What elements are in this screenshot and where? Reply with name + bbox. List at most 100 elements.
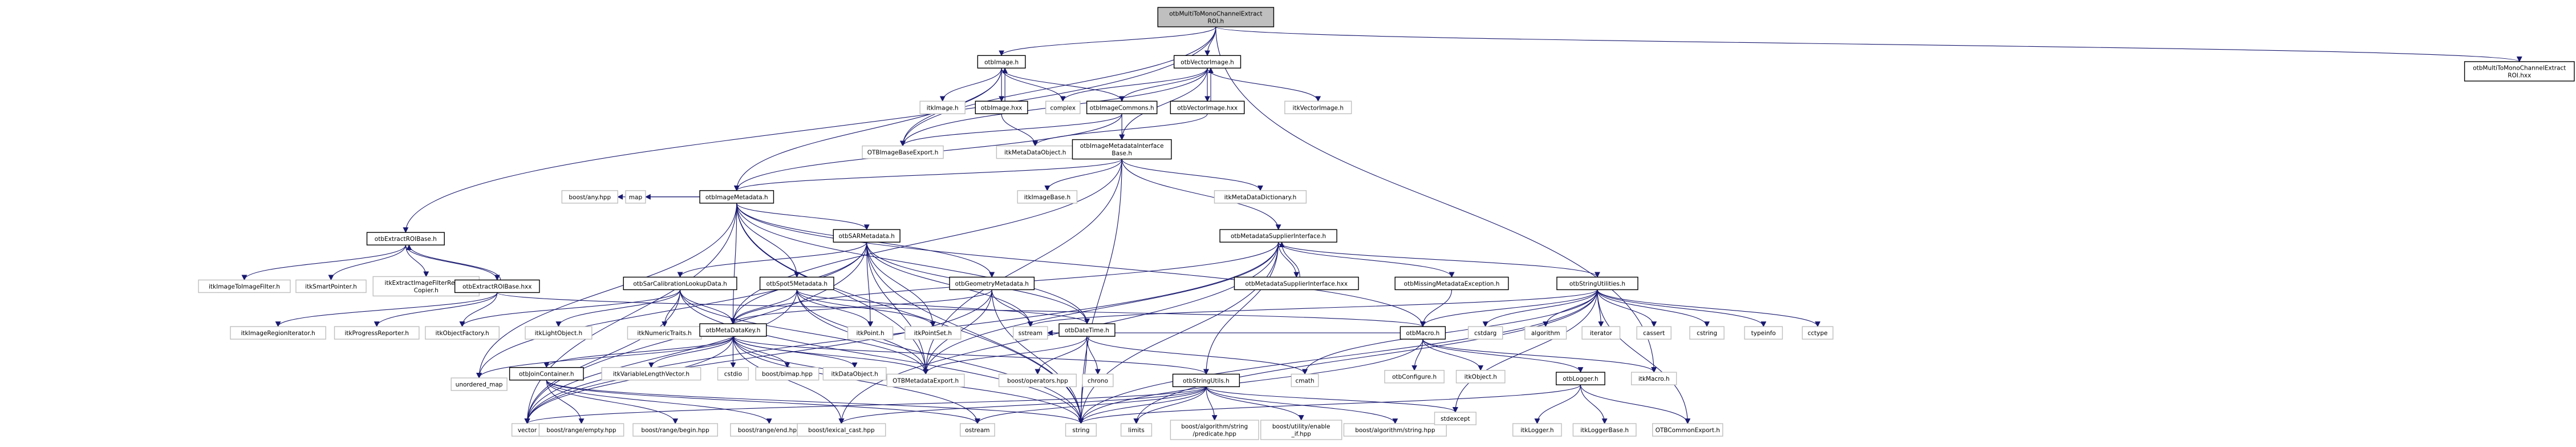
edge-otbSpot5_h-to-itkPointSet_h [796, 289, 936, 328]
edge-otbGeom_h-to-vector [524, 289, 992, 425]
edge-otbStringUtils_h-to-vector [524, 386, 1207, 425]
graph-node-otbmetadatakey-h[interactable]: otbMetaDataKey.h [699, 323, 767, 337]
edge-otbStringUtils_h-to-boost_lexical_cast [838, 386, 1207, 425]
graph-node-unordered-map: unordered_map [451, 377, 508, 391]
node-box [886, 373, 965, 388]
edge-otbMacro_h-to-itkObject_h [1422, 339, 1484, 371]
graph-node-otbmissing-h[interactable]: otbMissingMetadataException.h [1394, 276, 1509, 291]
edge-otbIMIB_h-to-otbMetaDataKey_h [730, 159, 1122, 325]
edge-otbStringUtils_h-to-stdexcept [1206, 386, 1458, 413]
graph-node-otbdatetime-h[interactable]: otbDateTime.h [1058, 323, 1115, 337]
graph-node-otbmsi-hxx[interactable]: otbMetadataSupplierInterface.hxx [1234, 276, 1359, 291]
node-box [975, 100, 1028, 114]
graph-node-otbmacro-h[interactable]: otbMacro.h [1399, 326, 1446, 340]
node-label: boost/lexical_cast.hpp [808, 427, 875, 434]
graph-node-otbsarcal-h[interactable]: otbSarCalibrationLookupData.h [623, 276, 737, 291]
edge-otbImageCommons_h-to-OTBImageBaseExport_h [900, 114, 1122, 147]
node-label: OTBMetadataExport.h [893, 377, 959, 384]
edge-otbExtractROIBase_hxx-to-otbExtractROIBase_h [406, 244, 501, 280]
graph-node-otblogger-h[interactable]: otbLogger.h [1556, 372, 1605, 385]
node-label: itkNumericTraits.h [637, 330, 691, 337]
node-label: otbMultiToMonoChannelExtract [2473, 65, 2566, 71]
edge-otbVectorImage_h-to-otbIMIB_h [1119, 68, 1208, 140]
node-label: _if.hpp [1291, 431, 1311, 438]
edge-otbStringUtilities_h-to-cmath [1302, 289, 1598, 375]
graph-node-otbimagemetadata-h[interactable]: otbImageMetadata.h [699, 190, 774, 204]
graph-node-otbextractroibase-hxx[interactable]: otbExtractROIBase.hxx [454, 279, 540, 293]
node-label: unordered_map [456, 381, 503, 388]
graph-node-otbvectorimage-h[interactable]: otbVectorImage.h [1173, 55, 1242, 69]
node-label: otbMetadataSupplierInterface.h [1231, 233, 1326, 240]
edge-otbSpot5_h-to-itkPoint_h [796, 289, 873, 328]
edge-otbStringUtils_h-to-boost_enable_if [1206, 386, 1304, 421]
graph-node-otbstringutilities-h[interactable]: otbStringUtilities.h [1556, 276, 1638, 291]
node-label: itkLoggerBase.h [1580, 427, 1629, 434]
graph-node-itkpoint-h: itkPoint.h [847, 326, 894, 340]
edge-otbDateTime_h-to-OTBMetadataExport_h [923, 336, 1088, 375]
edge-otbStringUtilities_h-to-stdexcept [1452, 289, 1598, 413]
edge-otbSARMetadata_h-to-string [866, 242, 1084, 425]
node-box [538, 423, 624, 437]
node-label: itkImageToImageFilter.h [209, 283, 280, 290]
node-box [454, 279, 540, 293]
edge-otbStringUtilities_h-to-OTBCommonExport_h [1597, 289, 1691, 425]
graph-node-otbjoincontainer-h[interactable]: otbJoinContainer.h [509, 367, 584, 381]
edge-otbImageMetadata_h-to-otbSpot5_h [736, 203, 800, 278]
edge-otbMSI_h-to-vector [524, 242, 1279, 425]
node-label: stdexcept [1441, 416, 1470, 422]
node-box [561, 190, 618, 204]
edge-otbStringUtilities_h-to-sstream [1028, 289, 1598, 328]
graph-node-otbspot5-h[interactable]: otbSpot5Metadata.h [759, 276, 834, 291]
graph-node-itkvlv-h: itkVariableLengthVector.h [601, 367, 701, 381]
node-box [632, 423, 718, 437]
edge-otbVectorImage_h-to-otbImageCommons_h [1119, 68, 1208, 102]
graph-node-itkmetadataobject-h: itkMetaDataObject.h [996, 145, 1074, 159]
graph-node-itkobjectfactory-h: itkObjectFactory.h [425, 326, 500, 340]
node-label: cstdarg [1474, 330, 1496, 337]
edge-otbMSI_h-to-otbMissing_h [1278, 241, 1455, 278]
graph-node-otbstringutils-h[interactable]: otbStringUtils.h [1172, 373, 1240, 388]
node-label: itkObjectFactory.h [435, 330, 489, 337]
node-label: Copier.h [414, 287, 439, 294]
node-box [623, 276, 737, 291]
edge-otbSarCal_h-to-string [680, 289, 1084, 425]
edge-otbExtractROIBase_h-to-itkEIFRC_h [405, 245, 429, 277]
node-box [425, 326, 500, 340]
edge-otbImageMetadata_h-to-otbDateTime_h [736, 203, 1090, 325]
graph-node-otbmsi-h[interactable]: otbMetadataSupplierInterface.h [1219, 229, 1337, 243]
node-label: otbImage.hxx [981, 104, 1023, 111]
graph-node-otbsarmetadata-h[interactable]: otbSARMetadata.h [833, 229, 900, 243]
edge-otbJoinContainer_h-to-boost_range_begin [546, 380, 679, 425]
edge-otbStringUtils_h-to-ostream [975, 386, 1207, 425]
node-box [1045, 100, 1081, 114]
edge-otbImage_h-to-itkImage_h [939, 68, 1002, 102]
node-box [625, 190, 646, 204]
node-label: chrono [1088, 377, 1108, 384]
edge-otbSarCal_h-to-OTBMetadataExport_h [680, 289, 929, 375]
node-label: ostream [965, 427, 989, 434]
graph-node-itkmetadatadictionary-h: itkMetaDataDictionary.h [1214, 190, 1307, 204]
edge-otbLogger_h-to-itkLogger_h [1534, 385, 1581, 425]
node-box [601, 367, 701, 381]
node-label: itkExtractImageFilterRegion [384, 280, 468, 287]
graph-node-otbimagecommons-h[interactable]: otbImageCommons.h [1086, 100, 1158, 114]
graph-node-otbimage-h[interactable]: otbImage.h [977, 55, 1026, 69]
edge-otbSARMetadata_h-to-itkPoint_h [866, 242, 874, 328]
node-box [797, 423, 886, 437]
edge-otbExtractROIBase_h-to-otbExtractROIBase_hxx [405, 245, 500, 281]
graph-node-cstdio: cstdio [717, 367, 749, 381]
graph-node-otbvectorimage-hxx[interactable]: otbVectorImage.hxx [1170, 100, 1245, 114]
graph-node-algorithm: algorithm [1524, 326, 1567, 340]
node-label: OTBImageBaseExport.h [867, 150, 939, 156]
edge-otbMetaDataKey_h-to-boost_bimap [732, 336, 790, 368]
node-box [1086, 100, 1158, 114]
graph-node-boost-bimap: boost/bimap.hpp [755, 367, 820, 381]
graph-node-otbimage-hxx[interactable]: otbImage.hxx [975, 100, 1028, 114]
node-box [1172, 373, 1240, 388]
graph-node-cstdarg: cstdarg [1467, 326, 1503, 340]
graph-node-otbgeom-h[interactable]: otbGeometryMetadata.h [949, 276, 1035, 291]
graph-node-otbextractroibase-h[interactable]: otbExtractROIBase.h [366, 232, 445, 245]
